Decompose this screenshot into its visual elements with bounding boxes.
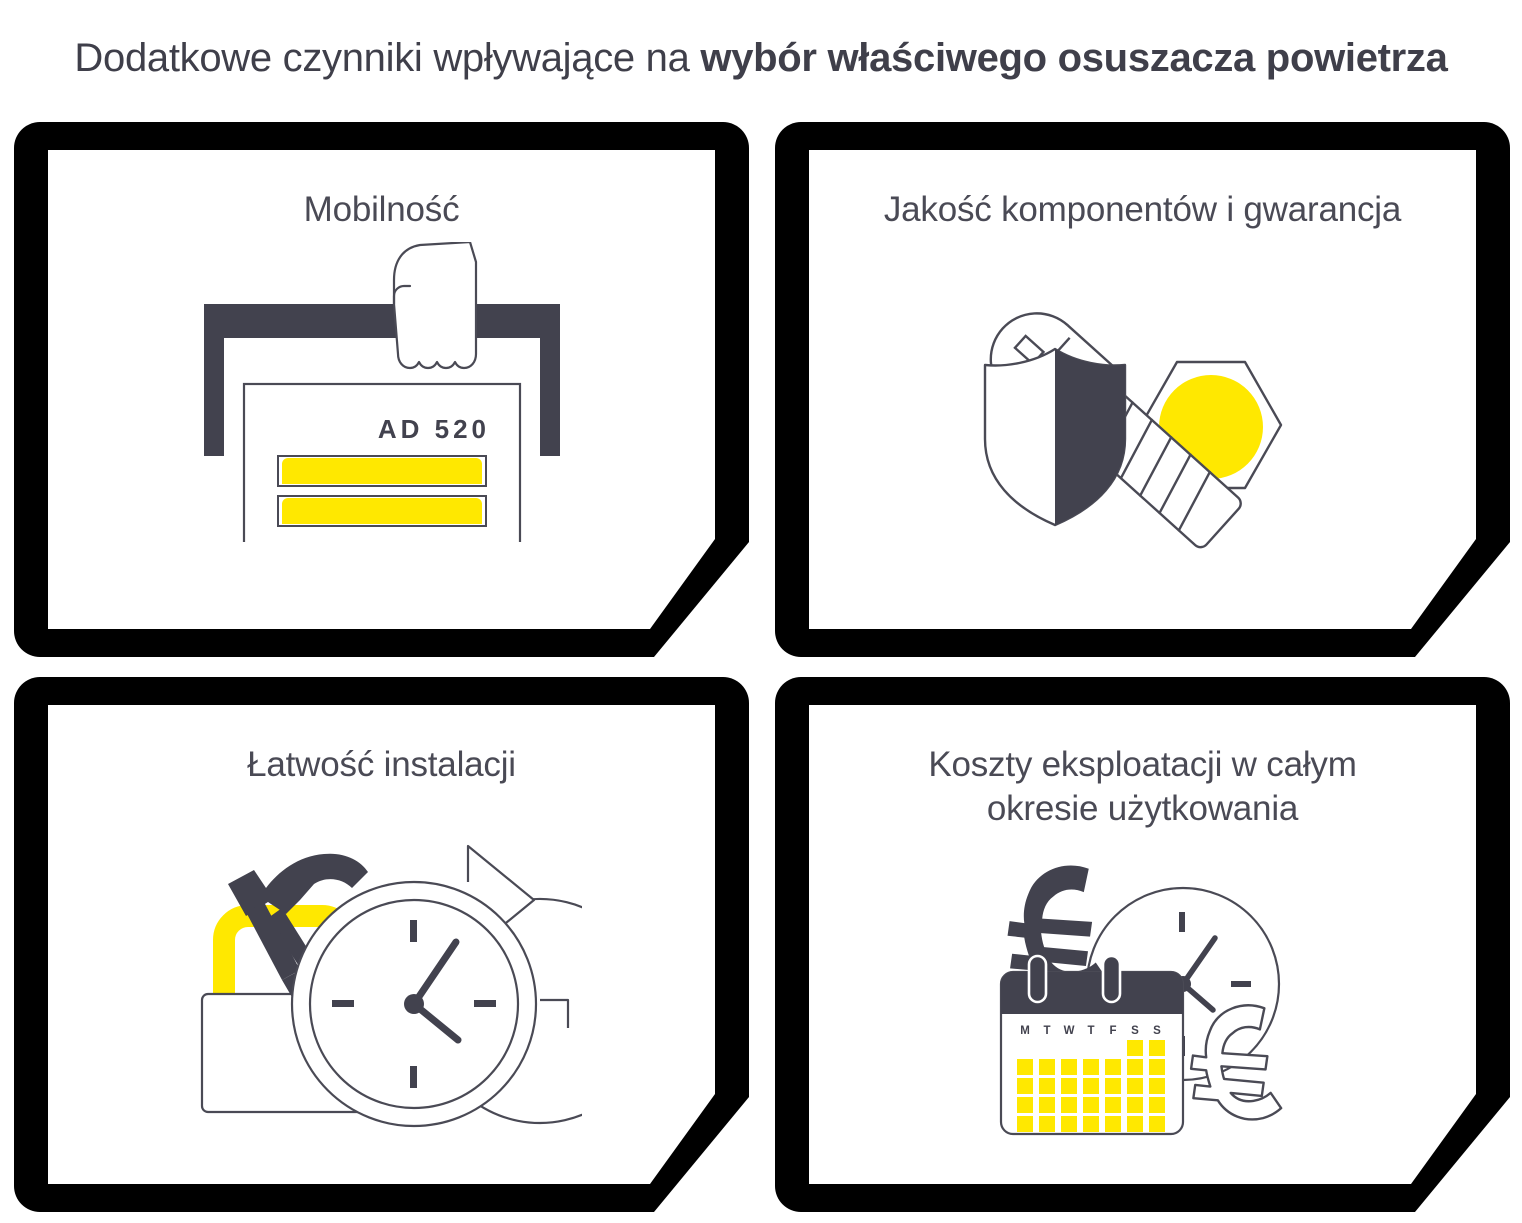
calendar-day-cell — [1038, 1115, 1055, 1132]
calendar-day-label: M — [1020, 1025, 1030, 1037]
calendar-day-cell — [1060, 1115, 1077, 1132]
card-heading-ease-of-installation: Łatwość instalacji — [247, 745, 516, 784]
dehumidifier-with-hand-icon: AD 520 — [48, 242, 715, 627]
card-ease-of-installation[interactable]: Łatwość instalacji — [14, 677, 749, 1212]
calendar-day-cell — [1038, 1096, 1055, 1113]
calendar-day-cell — [1148, 1058, 1165, 1075]
card-heading-component-quality: Jakość komponentów i gwarancja — [883, 190, 1402, 229]
calendar-day-label: T — [1087, 1025, 1094, 1037]
card-body-mobility: Mobilność AD 520 — [48, 150, 715, 627]
calendar-day-cell — [1082, 1077, 1099, 1094]
calendar-day-cell — [1126, 1077, 1143, 1094]
calendar-day-cell — [1016, 1058, 1033, 1075]
calendar-day-cell — [1148, 1115, 1165, 1132]
shield-bolt-nut-icon — [809, 236, 1476, 627]
device-model-label: AD 520 — [377, 414, 489, 444]
calendar-day-cell — [1082, 1058, 1099, 1075]
card-body-ease-of-installation: Łatwość instalacji — [48, 705, 715, 1182]
dehumidifier-icon-svg: AD 520 — [203, 242, 560, 542]
page-title-bold: wybór właściwego osuszacza powietrza — [700, 36, 1448, 80]
card-heading-mobility: Mobilność — [303, 190, 460, 229]
calendar-day-label: F — [1109, 1025, 1116, 1037]
calendar-day-label: S — [1131, 1025, 1139, 1037]
calendar-day-cell — [1148, 1096, 1165, 1113]
card-heading-lifetime-operating-costs: Koszty eksploatacji w całym okresie użyt… — [928, 743, 1357, 831]
calendar-day-cell — [1060, 1096, 1077, 1113]
calendar-day-cells — [1016, 1039, 1165, 1132]
calendar-day-cell — [1060, 1058, 1077, 1075]
calendar-day-cell — [1126, 1058, 1143, 1075]
card-frame-component-quality — [775, 122, 1510, 657]
card-component-quality[interactable]: Jakość komponentów i gwarancja — [775, 122, 1510, 657]
card-body-lifetime-operating-costs: Koszty eksploatacji w całym okresie użyt… — [809, 705, 1476, 1182]
shield-bolt-nut-svg — [983, 311, 1282, 548]
calendar-day-cell — [1082, 1115, 1099, 1132]
calendar-day-labels: M T W T F S S — [1020, 1025, 1161, 1037]
calendar-day-label: T — [1043, 1025, 1050, 1037]
calendar-day-cell — [1126, 1115, 1143, 1132]
calendar-day-cell — [1148, 1039, 1165, 1056]
calendar-day-cell — [1082, 1096, 1099, 1113]
calendar-day-cell — [1016, 1077, 1033, 1094]
toolbox-clock-arrow-icon — [48, 791, 715, 1182]
euro-calendar-clock-icon: M T W T F S S — [809, 835, 1476, 1182]
calendar-day-cell — [1148, 1077, 1165, 1094]
calendar-day-cell — [1104, 1115, 1121, 1132]
calendar-day-cell — [1016, 1096, 1033, 1113]
page-title-light: Dodatkowe czynniki wpływające na — [74, 36, 701, 80]
calendar-day-cell — [1104, 1058, 1121, 1075]
card-lifetime-operating-costs[interactable]: Koszty eksploatacji w całym okresie użyt… — [775, 677, 1510, 1212]
card-mobility[interactable]: Mobilność AD 520 — [14, 122, 749, 657]
card-body-component-quality: Jakość komponentów i gwarancja — [809, 150, 1476, 627]
calendar-day-cell — [1038, 1077, 1055, 1094]
calendar-day-cell — [1126, 1096, 1143, 1113]
card-heading-line-1: Koszty eksploatacji w całym — [928, 745, 1357, 784]
calendar-icon: M T W T F S S — [999, 954, 1184, 1135]
toolbox-clock-arrow-svg — [200, 844, 582, 1127]
page-title: Dodatkowe czynniki wpływające na wybór w… — [0, 34, 1522, 82]
calendar-day-label: W — [1063, 1025, 1074, 1037]
calendar-day-label: S — [1153, 1025, 1161, 1037]
calendar-day-cell — [1038, 1058, 1055, 1075]
calendar-day-cell — [1104, 1096, 1121, 1113]
calendar-day-cell — [1126, 1039, 1143, 1056]
calendar-day-cell — [1016, 1115, 1033, 1132]
card-heading-line-2: okresie użytkowania — [986, 789, 1299, 828]
euro-calendar-clock-svg: M T W T F S S — [999, 865, 1282, 1135]
calendar-day-cell — [1104, 1077, 1121, 1094]
cards-grid: Mobilność AD 520 — [14, 122, 1510, 1212]
euro-symbol-outline — [1189, 1003, 1282, 1121]
calendar-day-cell — [1060, 1077, 1077, 1094]
